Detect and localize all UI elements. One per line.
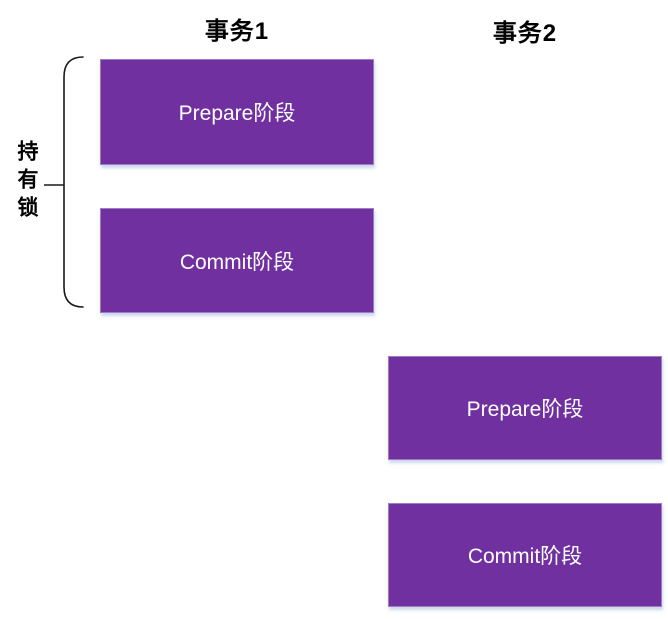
lock-annotation-label: 持有锁: [15, 140, 38, 224]
transaction2-prepare-phase-box: Prepare阶段: [388, 356, 662, 460]
transaction2-title: 事务2: [492, 20, 558, 47]
transaction1-title: 事务1: [204, 18, 270, 45]
transaction1-prepare-phase-box: Prepare阶段: [100, 59, 374, 165]
lock-brace-icon: [44, 56, 84, 308]
transaction1-commit-phase-box: Commit阶段: [100, 208, 374, 313]
transaction2-commit-phase-box: Commit阶段: [388, 503, 662, 607]
